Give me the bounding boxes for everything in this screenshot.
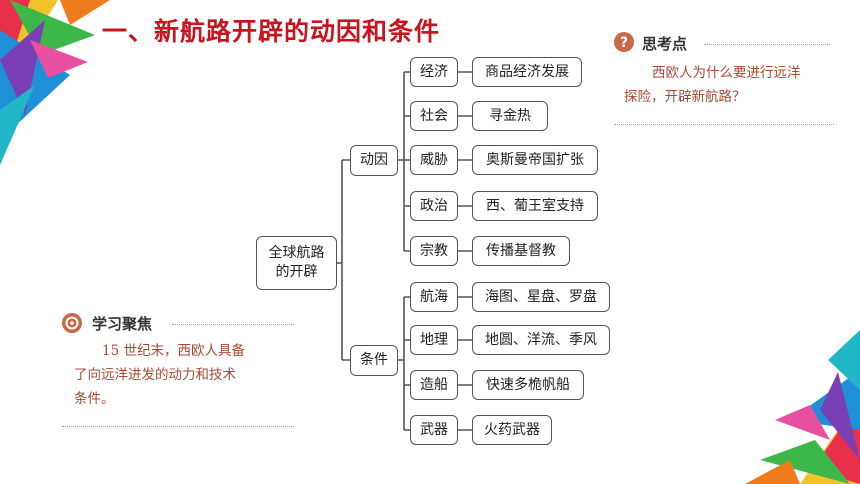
tag-desc-links (458, 71, 472, 431)
condition-node: 条件 (350, 345, 398, 376)
motive-tag-society: 社会 (410, 101, 458, 131)
motive-desc-religion: 传播基督教 (472, 236, 570, 266)
focus-title: 学习聚焦 (92, 315, 153, 333)
motive-bracket (398, 71, 410, 252)
focus-bottom-divider (62, 426, 294, 427)
bottom-right-ribbon-decoration (745, 330, 860, 484)
top-left-ribbon-decoration (0, 0, 110, 165)
target-icon (62, 313, 82, 333)
condition-tag-weapons: 武器 (410, 415, 458, 445)
svg-text:?: ? (620, 35, 628, 51)
think-title: 思考点 (642, 35, 688, 53)
root-line-1: 全球航路 (268, 245, 325, 262)
think-line-1: 西欧人为什么要进行远洋 (652, 65, 801, 81)
condition-tag-shipbuilding: 造船 (410, 370, 458, 400)
think-line-2: 探险，开辟新航路？ (624, 89, 746, 105)
condition-bracket (398, 296, 410, 431)
motive-tag-economy: 经济 (410, 57, 458, 87)
slide-title: 一、新航路开辟的动因和条件 (102, 17, 441, 46)
root-line-2: 的开辟 (275, 264, 318, 280)
focus-line-1: 15 世纪末，西欧人具备 (102, 343, 245, 359)
motive-tag-politics: 政治 (410, 191, 458, 221)
condition-desc-shipbuilding: 快速多桅帆船 (472, 370, 584, 400)
focus-line-3: 条件。 (74, 391, 115, 407)
think-top-divider (704, 44, 830, 45)
condition-desc-weapons: 火药武器 (472, 415, 552, 445)
question-icon: ? (614, 32, 634, 52)
focus-top-divider (172, 324, 294, 325)
root-bracket (337, 159, 350, 361)
tree-connectors (337, 71, 472, 431)
motive-desc-threat: 奥斯曼帝国扩张 (472, 145, 598, 175)
motive-node: 动因 (350, 145, 398, 176)
motive-desc-society: 寻金热 (472, 101, 548, 131)
motive-desc-politics: 西、葡王室支持 (472, 191, 598, 221)
condition-tag-geography: 地理 (410, 325, 458, 355)
condition-desc-navigation: 海图、星盘、罗盘 (472, 282, 610, 312)
think-bottom-divider (614, 124, 834, 125)
focus-line-2: 了向远洋进发的动力和技术 (74, 367, 236, 383)
motive-tag-religion: 宗教 (410, 236, 458, 266)
motive-tag-threat: 威胁 (410, 145, 458, 175)
condition-desc-geography: 地圆、洋流、季风 (472, 325, 610, 355)
motive-desc-economy: 商品经济发展 (472, 57, 582, 87)
condition-tag-navigation: 航海 (410, 282, 458, 312)
root-node: 全球航路 的开辟 (256, 236, 337, 290)
